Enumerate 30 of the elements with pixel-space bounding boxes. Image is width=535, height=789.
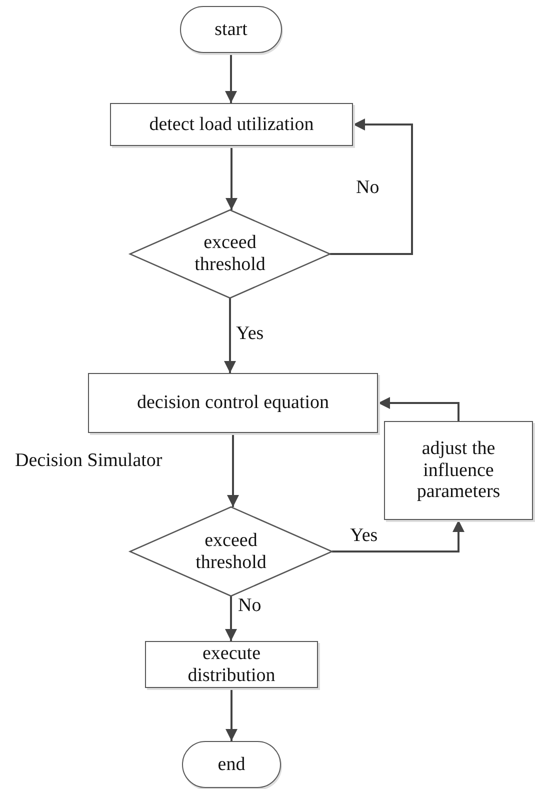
node-text: start <box>214 18 248 40</box>
arrow <box>226 688 238 741</box>
edge-label: No <box>356 178 380 197</box>
decision-diamond <box>130 210 330 298</box>
edge-label: No <box>238 596 262 615</box>
decision-diamond <box>130 507 332 596</box>
node-text: execute distribution <box>186 642 276 686</box>
node-text: exceed threshold <box>194 232 266 276</box>
process-box <box>110 103 353 146</box>
arrow <box>225 53 237 103</box>
process-box <box>384 421 533 520</box>
edge-label: Yes <box>236 324 264 343</box>
arrow <box>332 520 464 552</box>
process-box <box>145 641 318 688</box>
node-text: exceed threshold <box>194 530 268 574</box>
node-text: decision control equation <box>136 392 330 414</box>
terminal-shape <box>182 741 281 788</box>
node-text: adjust the influence parameters <box>416 438 502 504</box>
edge-label: Decision Simulator <box>15 451 162 470</box>
edge-label: Yes <box>350 526 378 545</box>
arrow <box>225 596 237 641</box>
node-text: end <box>218 754 246 776</box>
terminal-shape <box>180 6 282 53</box>
arrow <box>224 298 236 373</box>
arrow <box>226 146 238 210</box>
process-box <box>88 373 378 433</box>
node-text: detect load utilization <box>149 114 314 136</box>
arrow <box>378 397 460 421</box>
arrow <box>330 118 413 255</box>
arrow <box>227 433 239 507</box>
